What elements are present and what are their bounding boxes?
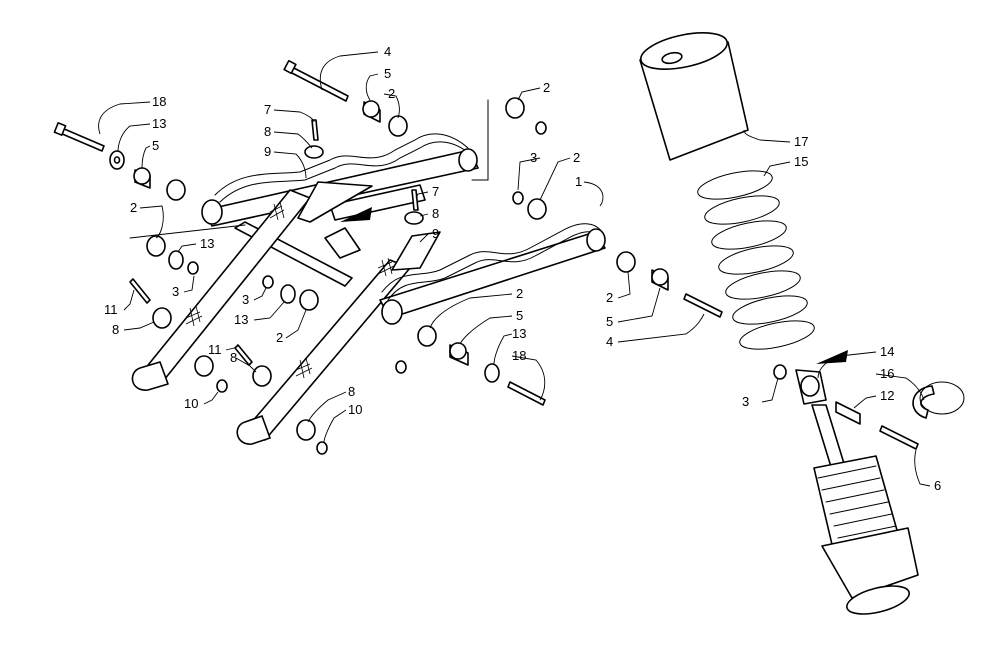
callout-7-a: 7 [264,102,271,117]
callout-2-left: 2 [130,200,137,215]
callout-9-b: 9 [432,226,439,241]
callout-labels: 4 5 2 2 18 13 5 7 8 9 3 2 1 7 8 9 2 13 3… [104,44,941,493]
callout-8-b: 8 [432,206,439,221]
direction-arrow-left [340,207,372,222]
callout-5-top: 5 [384,66,391,81]
callout-2-top: 2 [388,86,395,101]
callout-2-mid: 2 [573,150,580,165]
callout-10-b: 10 [348,402,362,417]
callout-13-c: 13 [234,312,248,327]
callout-13-left: 13 [152,116,166,131]
callout-5-r: 5 [516,308,523,323]
callout-16: 16 [880,366,894,381]
callout-4-far: 4 [606,334,613,349]
callout-13-r: 13 [512,326,526,341]
callout-13-left2: 13 [200,236,214,251]
callout-2-c: 2 [276,330,283,345]
callout-9-a: 9 [264,144,271,159]
callout-3-left: 3 [172,284,179,299]
callout-10-a: 10 [184,396,198,411]
callout-2-far: 2 [606,290,613,305]
callout-2-r: 2 [516,286,523,301]
leader-lines [98,51,931,487]
callout-6: 6 [934,478,941,493]
callout-3-mid: 3 [530,150,537,165]
callout-11-a: 11 [104,302,118,317]
callout-15: 15 [794,154,808,169]
callout-5-left: 5 [152,138,159,153]
callout-8-a: 8 [264,124,271,139]
shock-assembly [639,32,965,615]
callout-1: 1 [575,174,582,189]
callout-5-far: 5 [606,314,613,329]
callout-18-r: 18 [512,348,526,363]
callout-8-d: 8 [230,350,237,365]
front-arm-assembly [129,99,848,445]
callout-2-topright: 2 [543,80,550,95]
callout-3-shock: 3 [742,394,749,409]
callout-8-e: 8 [348,384,355,399]
callout-11-b: 11 [208,342,222,357]
hardware-parts [53,59,723,455]
callout-3-c: 3 [242,292,249,307]
callout-4-top: 4 [384,44,391,59]
callout-7-b: 7 [432,184,439,199]
callout-12: 12 [880,388,894,403]
callout-17: 17 [794,134,808,149]
spring [697,170,815,350]
callout-8-c: 8 [112,322,119,337]
callout-14: 14 [880,344,894,359]
direction-arrow-right [816,350,848,364]
callout-18-left: 18 [152,94,166,109]
